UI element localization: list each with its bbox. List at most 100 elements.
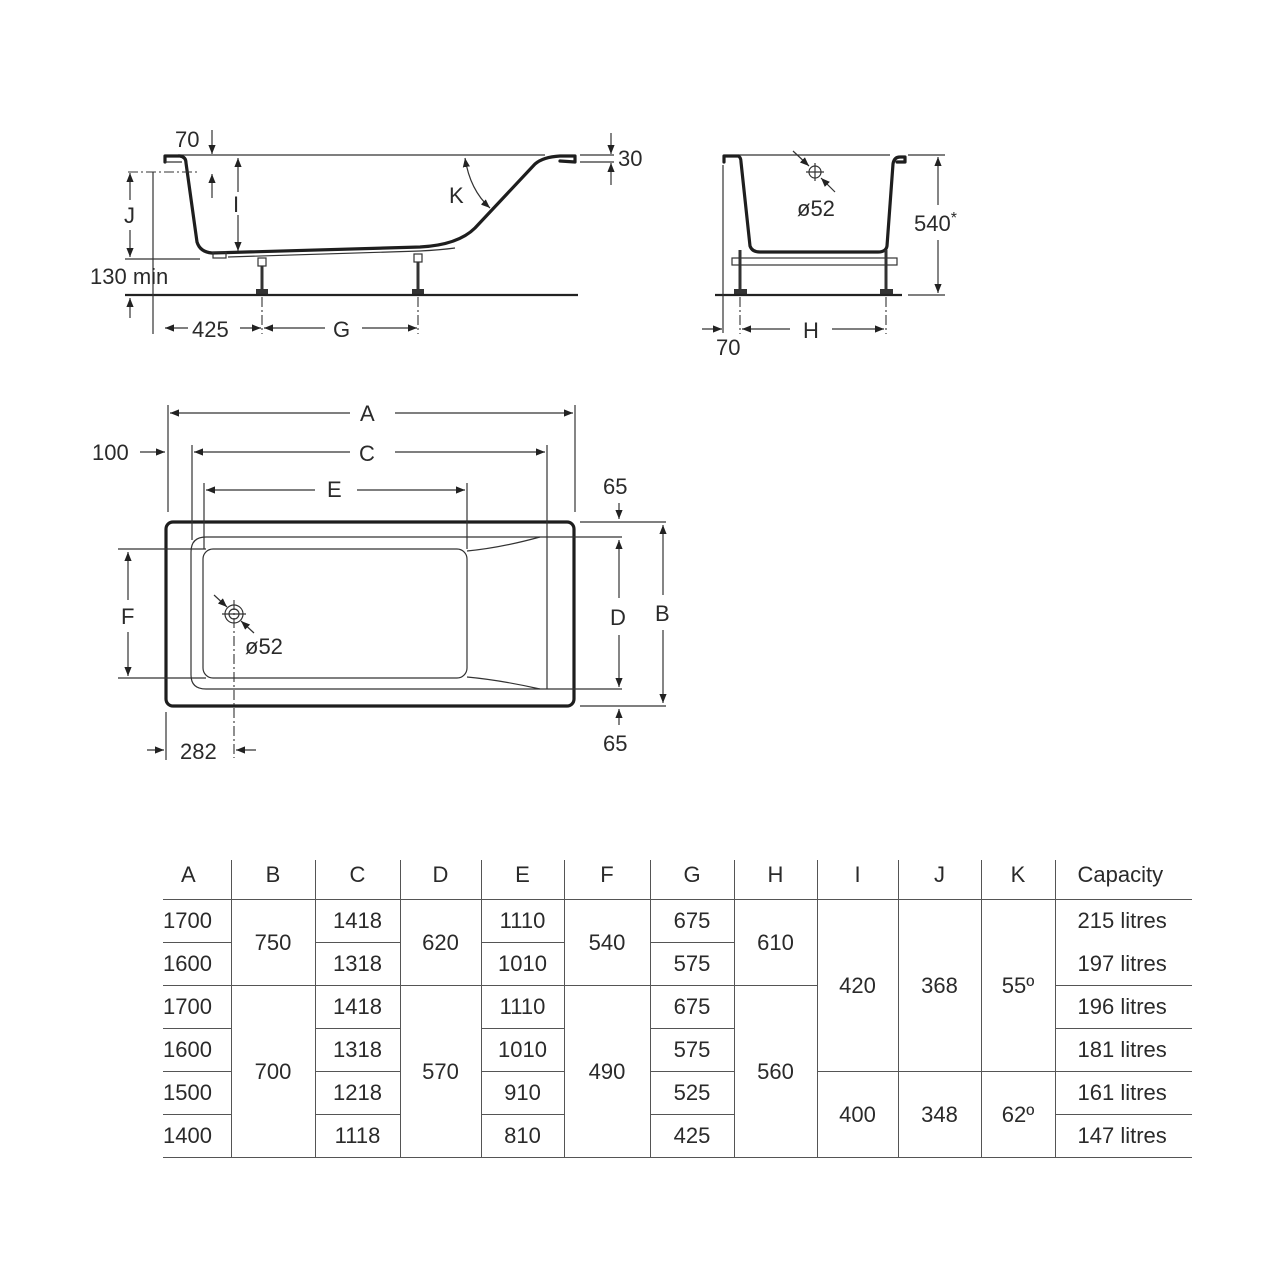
cell-h: 610 xyxy=(733,899,817,986)
cell-k: 62º xyxy=(980,1071,1055,1158)
cell-c: 1118 xyxy=(314,1114,400,1158)
dim-65-bottom-label: 65 xyxy=(603,731,627,756)
cell-a: 1700 xyxy=(163,899,231,943)
col-header: H xyxy=(733,860,817,900)
cell-e: 1010 xyxy=(480,942,564,986)
cell-h: 560 xyxy=(733,985,817,1158)
plan-drain-label: ø52 xyxy=(245,634,283,659)
dim-i-label: I xyxy=(233,192,239,217)
dim-h-label: H xyxy=(803,318,819,343)
cell-c: 1418 xyxy=(314,985,400,1029)
dim-100-label: 100 xyxy=(92,440,129,465)
plan-view: A C E 100 65 65 D B F ø52 xyxy=(92,401,670,764)
col-header: C xyxy=(314,860,400,900)
cell-d: 620 xyxy=(399,899,481,986)
col-header: K xyxy=(980,860,1055,900)
dim-540-label: 540* xyxy=(914,210,957,236)
drain-outlet xyxy=(212,251,227,259)
dim-j-label: J xyxy=(124,203,135,228)
support-frame xyxy=(731,257,898,266)
leg xyxy=(734,250,747,294)
cell-a: 1500 xyxy=(163,1071,231,1115)
cell-g: 425 xyxy=(649,1114,734,1158)
dim-a-label: A xyxy=(360,401,375,426)
cell-capacity: 161 litres xyxy=(1054,1071,1192,1115)
cell-i: 420 xyxy=(816,899,898,1072)
leg xyxy=(256,257,268,294)
col-header: F xyxy=(563,860,650,900)
cell-c: 1218 xyxy=(314,1071,400,1115)
col-header: B xyxy=(230,860,315,900)
table-row: 1400 1118 810 425 147 litres xyxy=(163,1114,1192,1158)
end-view: ø52 540* 70 H xyxy=(702,150,957,360)
dim-d-label: D xyxy=(610,605,626,630)
tub-outline-plan xyxy=(164,520,576,708)
dim-425-label: 425 xyxy=(192,317,229,342)
col-header: I xyxy=(816,860,898,900)
table-row: 1700 700 1418 570 1110 490 675 560 196 l… xyxy=(163,985,1192,1158)
cell-b: 750 xyxy=(230,899,315,986)
dim-70-label: 70 xyxy=(175,127,199,152)
col-header: D xyxy=(399,860,481,900)
cell-capacity: 196 litres xyxy=(1054,985,1192,1029)
cell-c: 1318 xyxy=(314,1028,400,1072)
col-header: A xyxy=(163,860,231,900)
cell-g: 675 xyxy=(649,899,734,943)
cell-g: 675 xyxy=(649,985,734,1029)
cell-g: 575 xyxy=(649,1028,734,1072)
table-row: 1600 1318 1010 575 197 litres xyxy=(163,942,1192,986)
tub-underside xyxy=(227,247,456,258)
cell-e: 1010 xyxy=(480,1028,564,1072)
cell-j: 368 xyxy=(897,899,981,1072)
tub-shell-end xyxy=(722,154,907,254)
dim-282-label: 282 xyxy=(180,739,217,764)
cell-a: 1600 xyxy=(163,1028,231,1072)
table-row: 1600 1318 1010 575 181 litres xyxy=(163,1028,1192,1072)
cell-e: 810 xyxy=(480,1114,564,1158)
cell-c: 1418 xyxy=(314,899,400,943)
cell-j: 348 xyxy=(897,1071,981,1158)
technical-drawing: J 130 min 70 I K 30 425 G xyxy=(90,127,957,764)
inner-rim xyxy=(190,536,546,690)
cell-i: 400 xyxy=(816,1071,898,1158)
cell-b: 700 xyxy=(230,985,315,1158)
cell-g: 575 xyxy=(649,942,734,986)
cell-a: 1600 xyxy=(163,942,231,986)
dim-b-label: B xyxy=(655,601,670,626)
cell-capacity: 215 litres xyxy=(1054,899,1192,943)
cell-f: 540 xyxy=(563,899,650,986)
basin xyxy=(202,548,468,679)
dim-g-label: G xyxy=(333,317,350,342)
end-drain-label: ø52 xyxy=(797,196,835,221)
cell-a: 1700 xyxy=(163,985,231,1029)
leg xyxy=(412,253,424,294)
dim-c-label: C xyxy=(359,441,375,466)
table-row: 1700 750 1418 620 1110 540 675 610 420 3… xyxy=(163,899,1192,1072)
col-header: Capacity xyxy=(1054,860,1192,900)
cell-capacity: 147 litres xyxy=(1054,1114,1192,1158)
side-view: J 130 min 70 I K 30 425 G xyxy=(90,127,642,342)
cell-d: 570 xyxy=(399,985,481,1158)
col-header: E xyxy=(480,860,564,900)
dim-f-label: F xyxy=(121,604,134,629)
table-header-row: A B C D E F G H I J K Capacity xyxy=(163,860,1192,900)
col-header: J xyxy=(897,860,981,900)
cell-capacity: 181 litres xyxy=(1054,1028,1192,1072)
cell-e: 1110 xyxy=(480,899,564,943)
cell-capacity: 197 litres xyxy=(1054,942,1192,986)
dimensions-table: A B C D E F G H I J K Capacity 1700 750 … xyxy=(163,860,1192,1158)
tub-shell-side xyxy=(163,154,577,255)
dim-floor-clearance-label: 130 min xyxy=(90,264,168,289)
table-row: 1500 1218 910 525 400 348 62º 161 litres xyxy=(163,1071,1192,1158)
cell-c: 1318 xyxy=(314,942,400,986)
cell-g: 525 xyxy=(649,1071,734,1115)
cell-e: 1110 xyxy=(480,985,564,1029)
dim-65-top-label: 65 xyxy=(603,474,627,499)
cell-k: 55º xyxy=(980,899,1055,1072)
cell-a: 1400 xyxy=(163,1114,231,1158)
overflow-hole-icon xyxy=(806,163,824,181)
leg xyxy=(880,250,893,294)
col-header: G xyxy=(649,860,734,900)
dim-30-label: 30 xyxy=(618,146,642,171)
dim-70-end-label: 70 xyxy=(716,335,740,360)
